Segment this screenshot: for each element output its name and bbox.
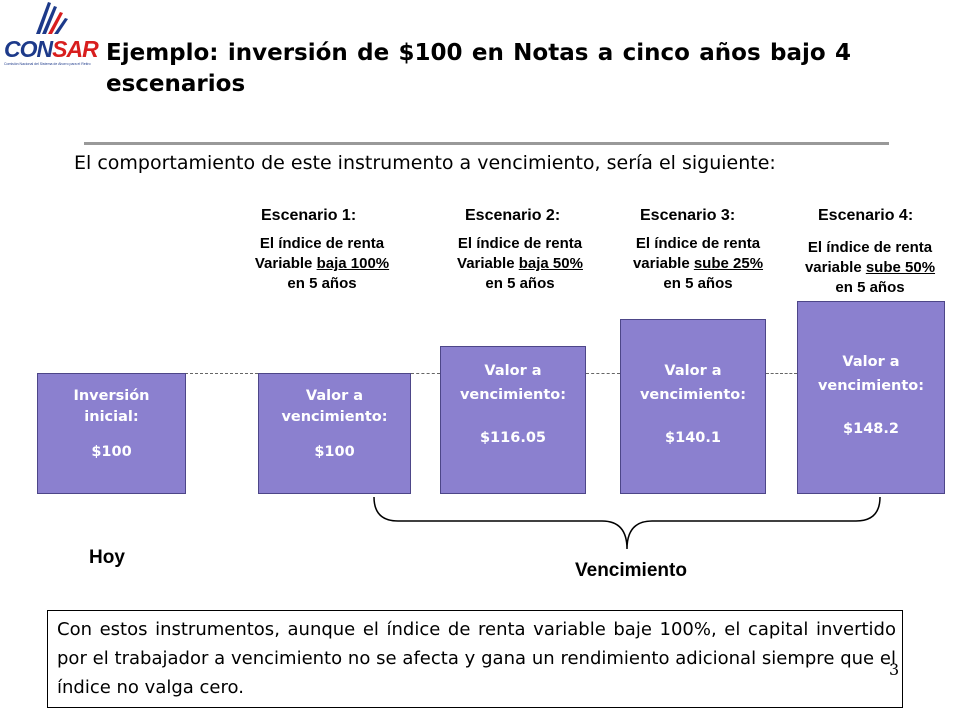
scenario-3-line2: variable sube 25%	[632, 255, 764, 272]
scenario-4-line2: variable sube 50%	[804, 259, 936, 276]
curly-brace-icon	[373, 496, 881, 550]
connector-line	[766, 373, 797, 374]
scenario-2-heading: Escenario 2:	[465, 207, 561, 224]
page-title: Ejemplo: inversión de $100 en Notas a ci…	[106, 40, 851, 97]
initial-investment-box: Inversión inicial: $100	[37, 373, 186, 494]
box-label: Inversión	[73, 388, 150, 404]
logo-subtext: Comisión Nacional del Sistema de Ahorro …	[4, 62, 91, 66]
scenario-4-heading: Escenario 4:	[818, 207, 914, 224]
box-value: $116.05	[479, 430, 547, 446]
scenario-4-value-box: Valor a vencimiento: $148.2	[797, 301, 945, 494]
logo-stripes-icon	[36, 2, 68, 34]
scenario-2-line2: Variable baja 50%	[457, 255, 583, 272]
scenario-4-line3: en 5 años	[835, 279, 905, 296]
scenario-4-line1: El índice de renta	[807, 239, 933, 256]
box-label: inicial:	[84, 409, 139, 425]
scenario-4-description: El índice de renta variable sube 50% en …	[780, 238, 960, 298]
scenario-3-heading: Escenario 3:	[640, 207, 736, 224]
scenario-1-value-box: Valor a vencimiento: $100	[258, 373, 411, 494]
box-label: vencimiento:	[817, 378, 925, 394]
maturity-label: Vencimiento	[575, 560, 687, 581]
scenario-1-line2: Variable baja 100%	[254, 255, 390, 272]
consar-logo: CONSAR Comisión Nacional del Sistema de …	[2, 0, 99, 100]
scenario-1-description: El índice de renta Variable baja 100% en…	[227, 234, 417, 294]
subtitle: El comportamiento de este instrumento a …	[74, 152, 776, 174]
conclusion-note: Con estos instrumentos, aunque el índice…	[47, 610, 903, 708]
box-label: Valor a	[484, 363, 542, 379]
scenario-2-line1: El índice de renta	[457, 235, 583, 252]
scenario-3-description: El índice de renta variable sube 25% en …	[603, 234, 793, 294]
box-value: $100	[91, 444, 132, 460]
box-label: Valor a	[664, 363, 722, 379]
logo-wordmark: CONSAR	[4, 36, 99, 62]
scenario-2-value-box: Valor a vencimiento: $116.05	[440, 346, 586, 494]
today-label: Hoy	[89, 547, 125, 568]
connector-line	[586, 373, 620, 374]
scenario-3-value-box: Valor a vencimiento: $140.1	[620, 319, 766, 494]
box-label: vencimiento:	[639, 387, 747, 403]
connector-line	[185, 373, 258, 374]
scenario-3-line1: El índice de renta	[635, 235, 761, 252]
scenario-2-line3: en 5 años	[485, 275, 555, 292]
box-label: Valor a	[305, 388, 364, 404]
title-divider	[84, 142, 889, 145]
page-number: 3	[889, 660, 900, 679]
connector-line	[411, 373, 440, 374]
box-label: vencimiento:	[281, 409, 388, 425]
box-value: $140.1	[665, 430, 721, 446]
box-value: $148.2	[843, 421, 899, 437]
scenario-2-description: El índice de renta Variable baja 50% en …	[425, 234, 615, 294]
box-value: $100	[314, 444, 355, 460]
box-label: Valor a	[842, 354, 900, 370]
scenario-1-line3: en 5 años	[287, 275, 357, 292]
scenario-1-line1: El índice de renta	[259, 235, 385, 252]
scenario-3-line3: en 5 años	[663, 275, 733, 292]
box-label: vencimiento:	[459, 387, 567, 403]
scenario-1-heading: Escenario 1:	[261, 207, 357, 224]
